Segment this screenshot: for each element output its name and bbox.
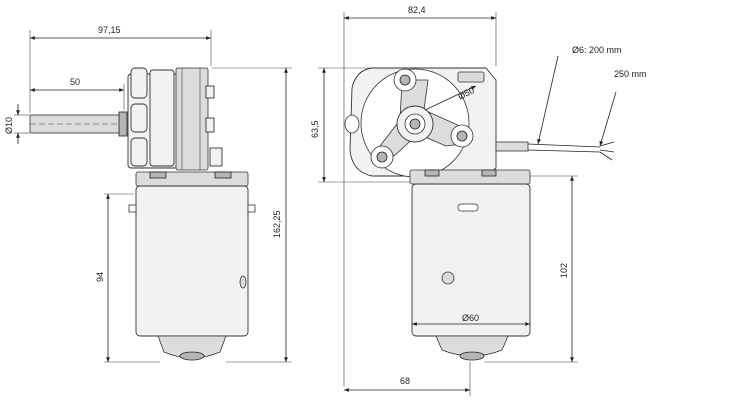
dim-side-total-length: 97,15 [98,25,121,35]
gearbox-housing [127,67,223,171]
dim-shaft-diameter: Ø10 [4,117,14,134]
dim-cable-1: Ø6: 200 mm [572,45,622,55]
dim-total-height: 162,25 [272,210,282,238]
dim-front-height: 63,5 [310,120,320,138]
side-view: 97,15 50 Ø10 94 162,25 [4,25,292,363]
cable-grommet [495,141,529,152]
cable [495,141,615,161]
dim-cable-2: 250 mm [614,69,647,79]
dim-motor-diameter: Ø60 [462,313,479,323]
dim-axis-offset: 68 [400,376,410,386]
front-motor-body [411,183,531,361]
motor-body [128,185,256,361]
dim-front-width: 82,4 [408,5,426,15]
dim-motor-length: 94 [95,272,105,282]
dim-shaft-length: 50 [70,77,80,87]
dim-motor-height: 102 [559,263,569,278]
front-view: 82,4 63,5 Ø50 Ø6: 200 mm 250 mm 102 Ø60 … [310,5,647,396]
